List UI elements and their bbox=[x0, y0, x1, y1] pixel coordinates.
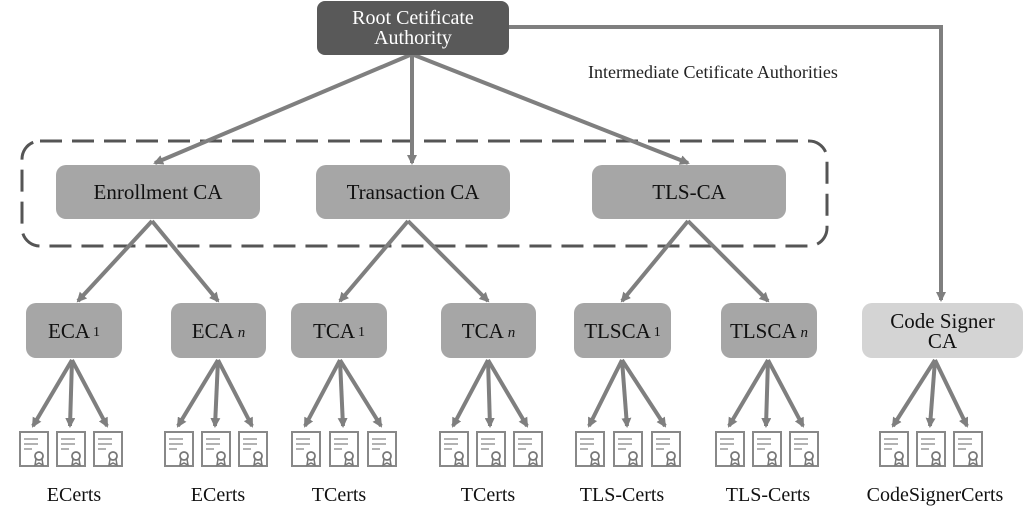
tca-1-index: 1 bbox=[358, 324, 365, 340]
transaction-ca-label: Transaction CA bbox=[346, 180, 480, 204]
certificate-icon bbox=[291, 431, 321, 467]
root-ca-label-line1: Root Cetificate bbox=[352, 7, 474, 29]
eca-1-label: ECA bbox=[48, 318, 90, 343]
certificate-icon bbox=[56, 431, 86, 467]
arrow-to-cert-ecerts-n-3 bbox=[216, 359, 254, 428]
tca-n-label: TCA bbox=[461, 318, 504, 343]
arrow-to-cert-tcerts-1-2 bbox=[337, 359, 348, 428]
certificate-icon bbox=[164, 431, 194, 467]
arrow-to-cert-tls-certs-n-3 bbox=[766, 359, 805, 428]
certificate-icon bbox=[476, 431, 506, 467]
tlsca-n-label: TLSCA bbox=[729, 318, 797, 343]
cert-label-ecerts-n: ECerts bbox=[190, 484, 246, 506]
tls-ca-node: TLS-CA bbox=[592, 165, 786, 219]
certificate-icon bbox=[93, 431, 123, 467]
arrow-to-cert-tcerts-1-3 bbox=[338, 358, 383, 428]
certificate-icon bbox=[651, 431, 681, 467]
arrow-enrollment-to-eca-1 bbox=[76, 219, 154, 303]
certificate-icon bbox=[789, 431, 819, 467]
certificate-icon bbox=[238, 431, 268, 467]
root-ca-label-line2: Authority bbox=[374, 27, 452, 49]
arrow-to-cert-ecerts-n-1 bbox=[176, 358, 220, 428]
arrow-to-cert-tls-certs-1-3 bbox=[620, 358, 667, 428]
certificate-icon bbox=[201, 431, 231, 467]
arrow-to-cert-tcerts-n-3 bbox=[486, 358, 529, 428]
certificate-icon bbox=[329, 431, 359, 467]
certificate-icon bbox=[439, 431, 469, 467]
arrow-to-cert-ecerts-n-2 bbox=[210, 359, 221, 428]
eca-n-index: n bbox=[237, 324, 246, 341]
arrow-to-cert-code-signer-certs-1 bbox=[891, 358, 937, 428]
certificate-icon bbox=[613, 431, 643, 467]
certificate-icon bbox=[879, 431, 909, 467]
cert-label-tls-certs-1: TLS-Certs bbox=[579, 484, 665, 506]
cert-label-tcerts-n: TCerts bbox=[460, 484, 516, 506]
certificate-icon bbox=[19, 431, 49, 467]
arrow-tls-to-tlsca-1 bbox=[620, 219, 690, 303]
certificate-icon bbox=[916, 431, 946, 467]
code-signer-ca-label-line1: Code Signer bbox=[890, 308, 995, 333]
arrow-to-cert-ecerts-1-2 bbox=[65, 359, 76, 428]
certificate-icon bbox=[752, 431, 782, 467]
arrow-transaction-to-tca-1 bbox=[338, 219, 410, 303]
tlsca-n-index: n bbox=[800, 324, 809, 341]
arrow-to-cert-tcerts-n-1 bbox=[451, 359, 490, 428]
cert-label-ecerts-1: ECerts bbox=[46, 484, 102, 506]
arrow-to-cert-tcerts-n-2 bbox=[484, 359, 495, 428]
certificate-icon bbox=[953, 431, 983, 467]
tca-1-label: TCA bbox=[313, 318, 355, 343]
arrow-root-to-code-signer bbox=[509, 25, 946, 302]
arrow-to-cert-ecerts-1-1 bbox=[31, 358, 74, 428]
arrow-to-cert-code-signer-certs-2 bbox=[925, 359, 937, 428]
enrollment-ca-label: Enrollment CA bbox=[93, 180, 223, 204]
eca-1-index: 1 bbox=[93, 324, 100, 340]
intermediate-group-label: Intermediate Cetificate Authorities bbox=[588, 62, 838, 82]
cert-label-tcerts-1: TCerts bbox=[311, 484, 367, 506]
enrollment-ca-node: Enrollment CA bbox=[56, 165, 260, 219]
arrow-transaction-to-tca-n bbox=[406, 219, 490, 303]
arrow-to-cert-tls-certs-1-1 bbox=[587, 359, 624, 428]
cert-label-code-signer-certs: CodeSignerCerts bbox=[866, 484, 1004, 506]
arrow-to-cert-code-signer-certs-3 bbox=[933, 359, 969, 428]
arrow-enrollment-to-eca-n bbox=[150, 219, 220, 303]
arrow-to-cert-tls-certs-n-2 bbox=[761, 359, 772, 428]
transaction-ca-node: Transaction CA bbox=[316, 165, 510, 219]
certificate-icon bbox=[367, 431, 397, 467]
code-signer-ca-node: Code Signer CA bbox=[862, 303, 1023, 358]
tca-n-index: n bbox=[507, 324, 516, 341]
code-signer-ca-label-line2: CA bbox=[927, 328, 958, 353]
arrow-to-cert-ecerts-1-3 bbox=[70, 359, 109, 428]
tlsca-1-label: TLSCA bbox=[584, 318, 651, 343]
certificate-icon bbox=[715, 431, 745, 467]
arrow-to-cert-tls-certs-1-2 bbox=[620, 359, 632, 428]
tls-ca-label: TLS-CA bbox=[652, 180, 726, 204]
certificate-icon bbox=[575, 431, 605, 467]
arrow-root-to-enrollment bbox=[153, 53, 411, 165]
certificate-icon bbox=[513, 431, 543, 467]
arrow-tls-to-tlsca-n bbox=[686, 219, 770, 303]
tlsca-1-index: 1 bbox=[653, 324, 661, 340]
eca-n-label: ECA bbox=[191, 318, 234, 343]
arrow-root-to-tls bbox=[413, 53, 690, 165]
arrow-to-cert-tcerts-1-1 bbox=[303, 359, 342, 428]
intermediate-group-boundary bbox=[20, 139, 829, 248]
cert-label-tls-certs-n: TLS-Certs bbox=[725, 484, 811, 506]
root-ca-node: Root Cetificate Authority bbox=[317, 1, 509, 55]
arrow-to-cert-tls-certs-n-1 bbox=[727, 358, 770, 428]
